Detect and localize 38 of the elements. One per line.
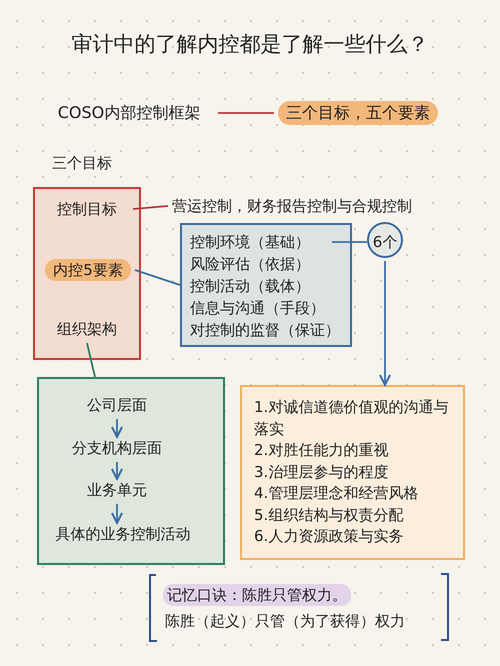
list-item: 信息与沟通（手段） <box>190 298 326 319</box>
list-item: 1.对诚信道德价值观的沟通与落实 <box>254 397 450 440</box>
heading-text: COSO内部控制框架 <box>44 101 214 125</box>
item-text: 控制目标 <box>45 198 129 220</box>
connector-line <box>86 342 96 378</box>
list-item: 控制环境（基础） <box>190 232 311 253</box>
arrow <box>378 261 392 386</box>
list-item: 4.管理层理念和经营风格 <box>254 483 420 504</box>
note-text: 陈胜（起义）只管（为了获得）权力 <box>165 611 405 632</box>
connector-line <box>218 112 274 114</box>
item-text: 营运控制，财务报告控制与合规控制 <box>172 195 462 217</box>
list-item: 对控制的监督（保证） <box>190 320 341 341</box>
list-item: 3.治理层参与的程度 <box>254 462 390 482</box>
arrow <box>110 462 124 480</box>
list-box <box>180 223 352 347</box>
list-item: 6.人力资源政策与实务 <box>254 526 404 547</box>
item-text: 组织架构 <box>50 318 124 340</box>
connector-line <box>132 205 168 210</box>
highlighted-text: 三个目标，五个要素 <box>278 101 438 125</box>
connector-line <box>332 241 367 243</box>
section-heading: 三个目标 <box>52 153 112 174</box>
panel <box>37 377 225 565</box>
panel <box>33 187 141 360</box>
note-text: 记忆口诀：陈胜只管权力。 <box>163 584 351 606</box>
list-item: 控制活动（载体） <box>190 276 311 297</box>
level-text: 具体的业务控制活动 <box>43 523 203 545</box>
list-item: 风险评估（依据） <box>190 254 311 275</box>
title: 审计中的了解内控都是了解一些什么？ <box>70 31 430 58</box>
level-text: 业务单元 <box>67 479 167 501</box>
highlighted-text: 内控5要素 <box>45 259 131 281</box>
list-box <box>240 385 465 560</box>
connector-line <box>134 269 180 286</box>
level-text: 公司层面 <box>67 394 167 416</box>
arrow <box>110 504 124 524</box>
list-item: 2.对胜任能力的重视 <box>254 440 390 461</box>
level-text: 分支机构层面 <box>57 437 177 459</box>
arrow <box>110 419 124 438</box>
list-item: 5.组织结构与权责分配 <box>254 504 404 526</box>
